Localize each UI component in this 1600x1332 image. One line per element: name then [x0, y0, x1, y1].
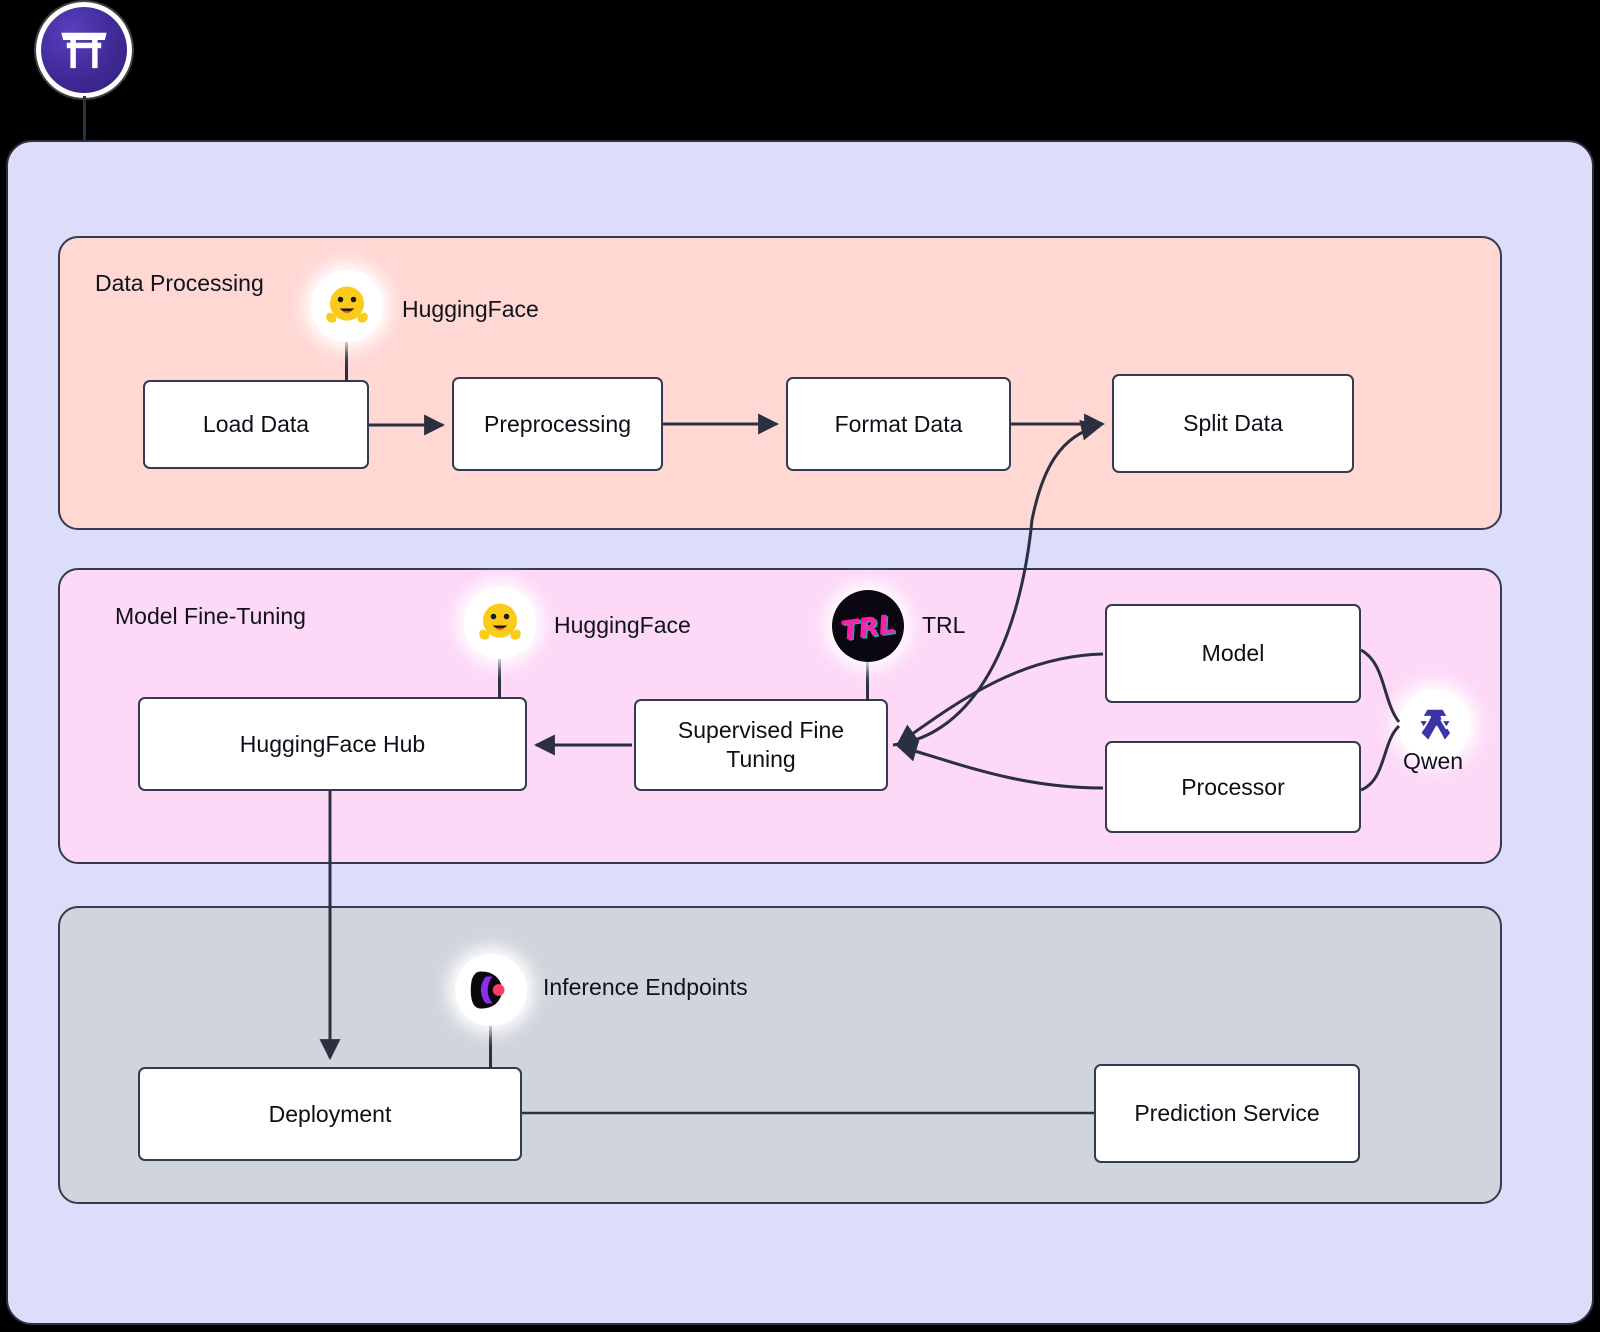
- node-preprocessing[interactable]: Preprocessing: [452, 377, 663, 471]
- node-supervised-fine-tuning[interactable]: Supervised Fine Tuning: [634, 699, 888, 791]
- huggingface-emoji-icon: [464, 587, 536, 659]
- inference-endpoints-icon: [455, 954, 527, 1026]
- badge-label-huggingface-1: HuggingFace: [402, 296, 539, 322]
- node-huggingface-hub[interactable]: HuggingFace Hub: [138, 697, 527, 791]
- brand-stem: [83, 96, 86, 148]
- node-model[interactable]: Model: [1105, 604, 1361, 703]
- section-label-data-processing: Data Processing: [95, 270, 264, 296]
- badge-label-qwen: Qwen: [1403, 748, 1464, 774]
- badge-label-inference-endpoints: Inference Endpoints: [543, 974, 748, 1000]
- qwen-icon: [1399, 689, 1471, 761]
- svg-text:TRL: TRL: [841, 611, 899, 648]
- badge-label-trl: TRL: [922, 612, 966, 638]
- badge-stem-trl: [866, 657, 869, 701]
- svg-text:TRL: TRL: [839, 609, 897, 646]
- badge-stem-huggingface-1: [345, 338, 348, 382]
- torii-gate-icon: [36, 2, 132, 98]
- section-label-model-fine-tuning: Model Fine-Tuning: [115, 603, 306, 629]
- node-processor[interactable]: Processor: [1105, 741, 1361, 833]
- svg-text:TRL: TRL: [840, 610, 898, 647]
- badge-label-huggingface-2: HuggingFace: [554, 612, 691, 638]
- node-split-data[interactable]: Split Data: [1112, 374, 1354, 473]
- node-prediction-service[interactable]: Prediction Service: [1094, 1064, 1360, 1163]
- node-format-data[interactable]: Format Data: [786, 377, 1011, 471]
- node-deployment[interactable]: Deployment: [138, 1067, 522, 1161]
- badge-stem-inference-endpoints: [489, 1022, 492, 1069]
- trl-icon: TRL TRL TRL: [832, 590, 904, 662]
- node-load-data[interactable]: Load Data: [143, 380, 369, 469]
- huggingface-emoji-icon: [311, 270, 383, 342]
- badge-stem-huggingface-2: [498, 655, 501, 699]
